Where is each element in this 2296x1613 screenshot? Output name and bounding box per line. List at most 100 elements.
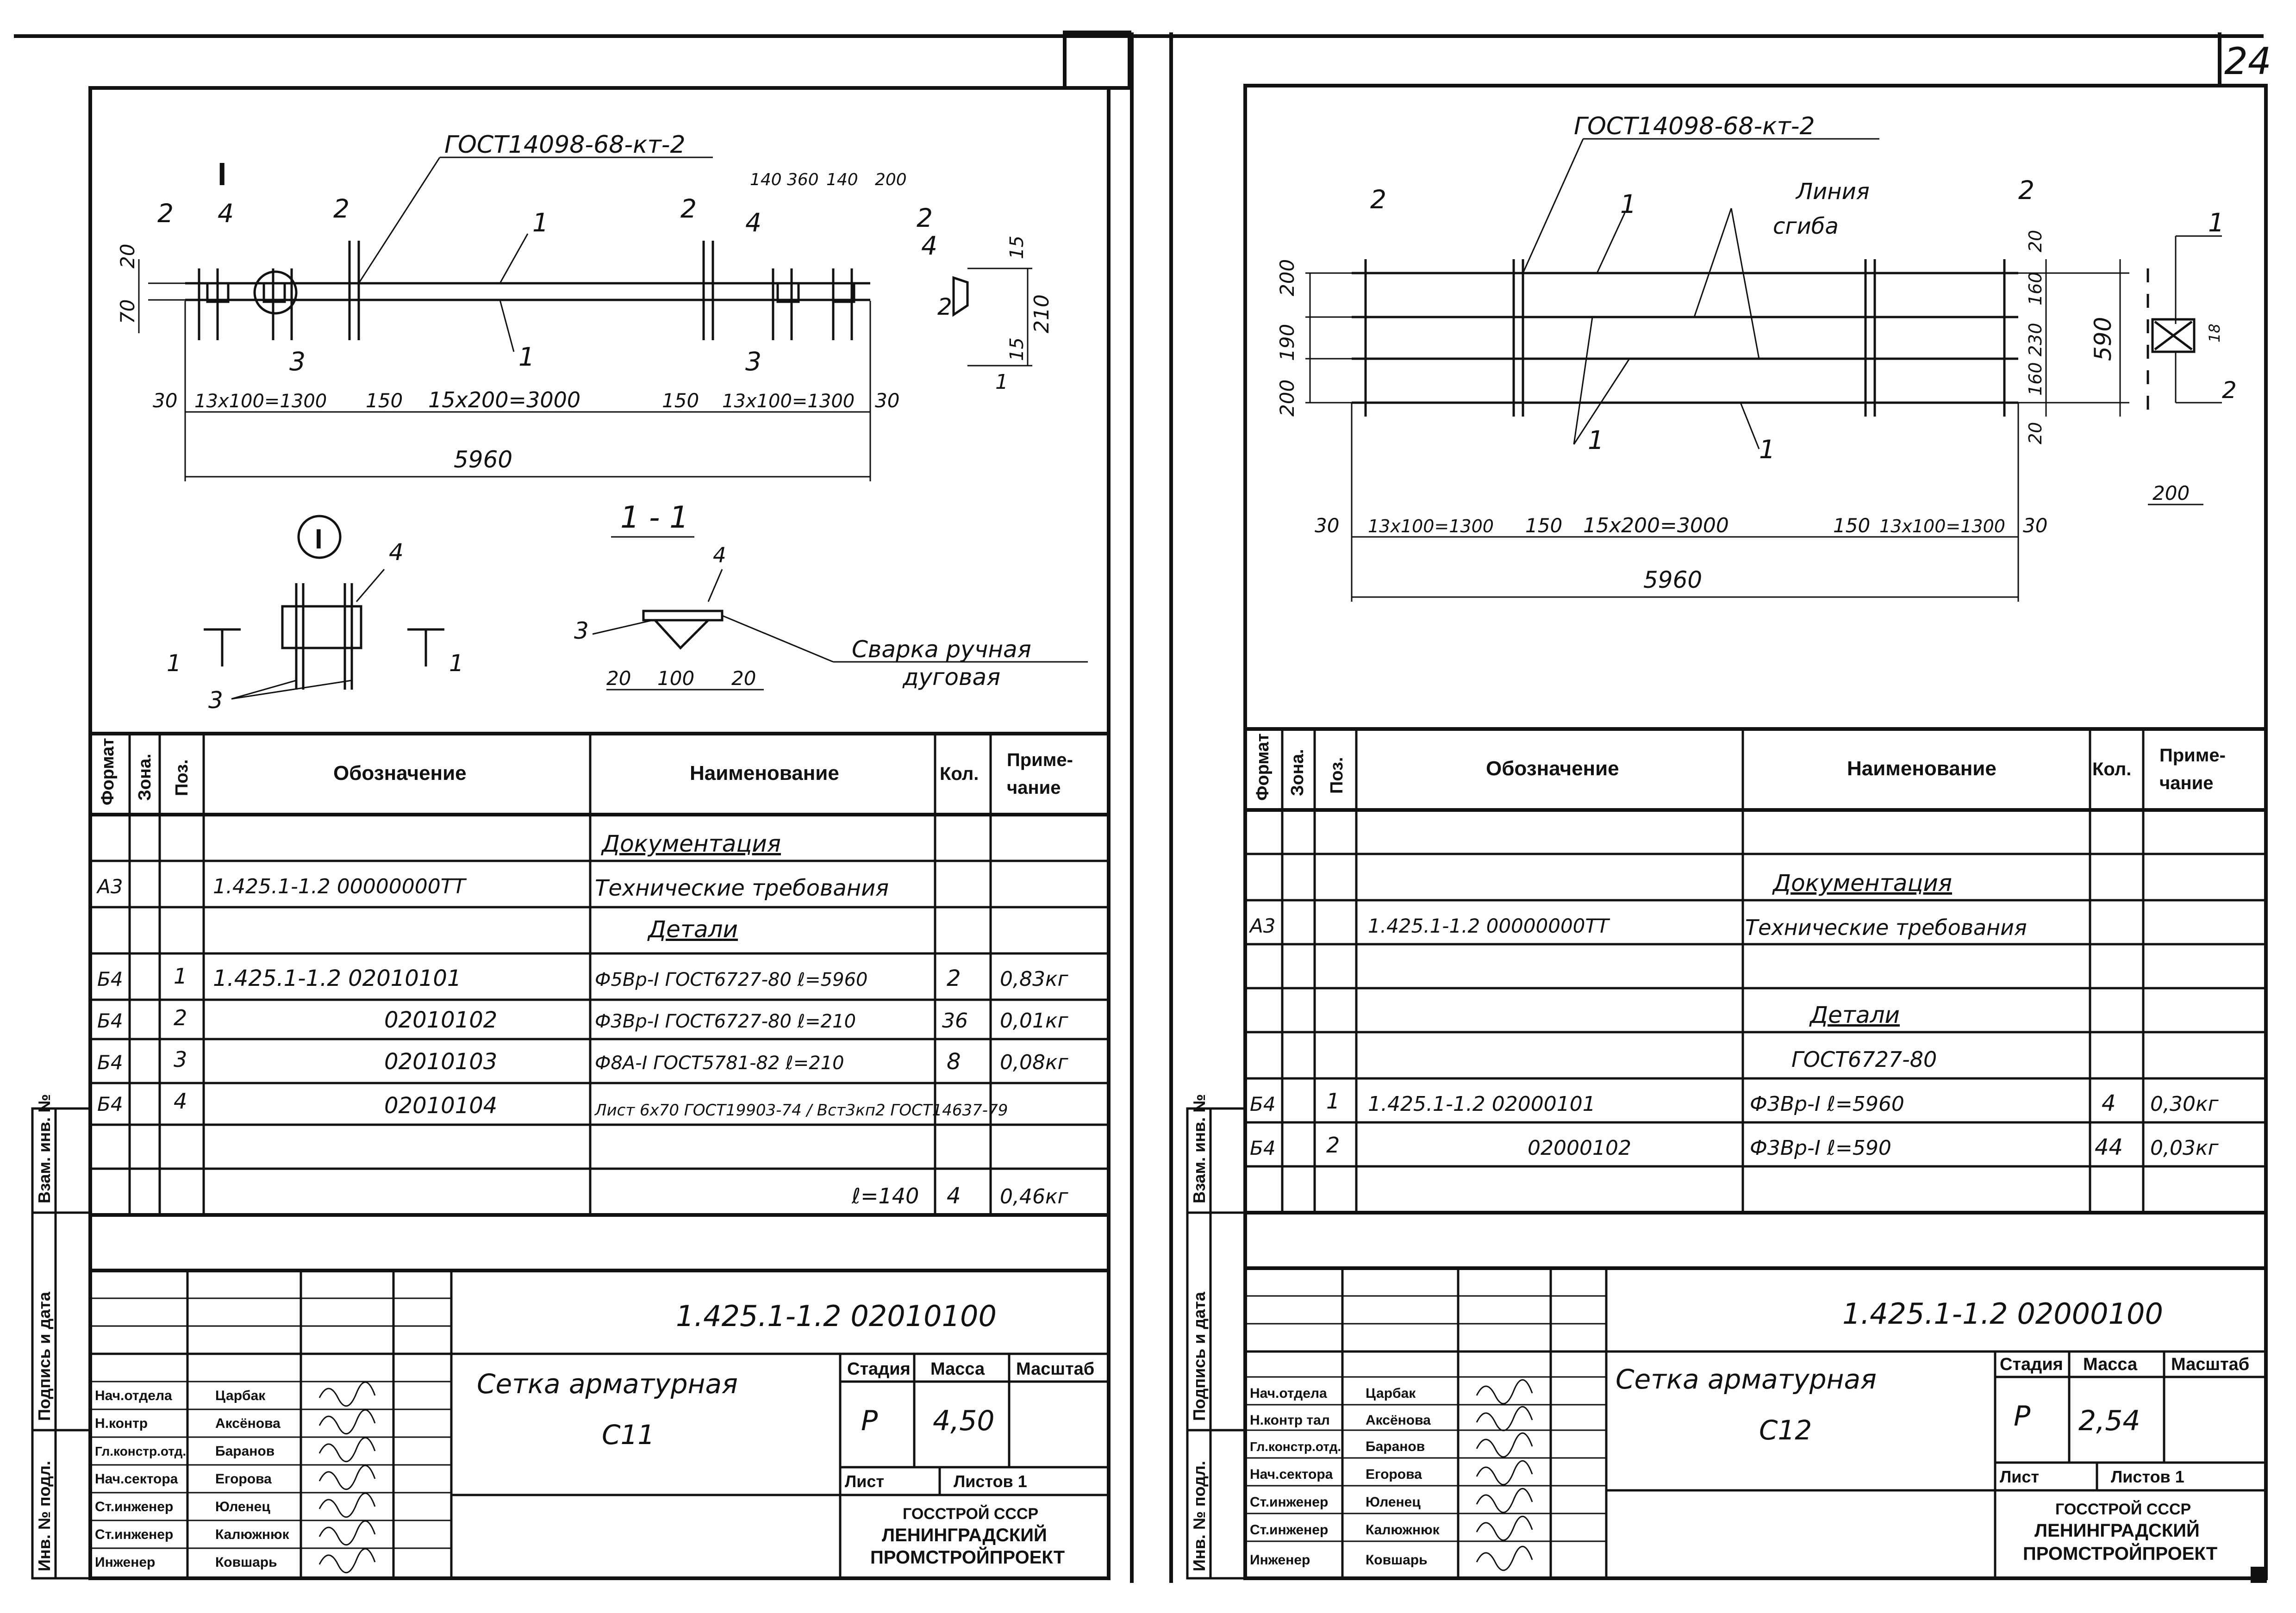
drawing-text-sheets-0-position_labels-3: 4 [745,208,761,237]
drawing-text-sheets-0-top_dims-1: 360 [787,170,819,189]
drawing-text-sheets-1-dimensions-0: 30 [1315,514,1339,537]
drawing-text-sheets-0-side_dims-1: 70 [116,299,139,324]
right-plan-view: ГОСТ14098-68-кт-2 Линия сгиба 1 2 2 1 1 … [1276,112,2237,602]
page-frame: 24 [14,31,2271,1583]
drawing-text-sheets-1-rows-7-note: 0,03кг [2150,1136,2219,1160]
drawing-text-sheets-1-side_stamps-1: Подпись и дата [1190,1291,1209,1421]
drawing-text-sheets-0-rows-3-pos: 1 [174,964,187,989]
drawing-text-sheets-1-right_dims-4: 20 [2025,422,2046,444]
drawing-text-sheets-0-org_3: ПРОМСТРОЙПРОЕКТ [870,1546,1065,1568]
right-sheet: ГОСТ14098-68-кт-2 Линия сгиба 1 2 2 1 1 … [1186,84,2268,1580]
drawing-text-sheets-1-scale_label: Масштаб [2171,1355,2249,1374]
drawing-text-sheets-0-rows-0-name: Документация [601,830,781,857]
drawing-text-sheets-0-rows-4-format: Б4 [97,1009,123,1032]
drawing-text-sheets-0-rows-1-name: Технические требования [595,875,889,901]
drawing-text-sheets-1-table_headers-qty: Кол. [2092,759,2131,779]
drawing-text-sheets-1-right_dims-1: 160 [2025,272,2046,305]
drawing-text-sheets-1-rows-7-qty: 44 [2095,1134,2123,1160]
drawing-text-sheets-0-rows-8-qty: 4 [947,1183,961,1209]
right-gost-note: ГОСТ14098-68-кт-2 [1574,112,1815,140]
drawing-text-sheets-1-rows-2-name: Технические требования [1745,915,2027,940]
drawing-text-sheets-0-dimensions-4: 150 [662,389,699,412]
drawing-text-sheets-0-position_labels-3: 4 [218,199,234,228]
drawing-text-sheets-0-dimensions-2: 150 [366,389,403,412]
drawing-text-sheets-0-end_dims-1: 210 [1030,294,1054,333]
drawing-text-sheets-0-rows-3-format: Б4 [97,968,123,990]
drawing-text-sheets-1-rows-6-name: Ф3Вр-I ℓ=5960 [1750,1092,1904,1116]
drawing-text-sheets-0-position_labels-1: 2 [937,293,952,320]
drawing-text-sheets-1-rows-6-designation: 1.425.1-1.2 02000101 [1368,1092,1596,1116]
drawing-text-sheets-1-dimensions-1: 13x100=1300 [1368,516,1494,536]
drawing-text-sheets-1-mass_label: Масса [2083,1355,2138,1374]
drawing-text-sheets-0-rows-5-name: Ф8А-I ГОСТ5781-82 ℓ=210 [595,1052,844,1074]
right-mass: 2,54 [2078,1405,2140,1437]
drawing-text-sheets-1-table_headers-zone: Зона. [1288,749,1307,796]
drawing-text-sheets-1-org_3: ПРОМСТРОЙПРОЕКТ [2023,1543,2217,1564]
drawing-text-sheets-1-table_headers-note_1: Приме- [2159,745,2226,766]
drawing-text-sheets-0-dimensions-1: 13x100=1300 [194,391,327,412]
drawing-text-sheets-1-staff-6-name: Ковшарь [1366,1552,1428,1568]
drawing-text-sheets-0-section_dims-2: 20 [731,667,756,690]
drawing-text-sheets-1-rows-2-format: А3 [1248,915,1275,937]
drawing-text-sheets-0-rows-1-format: А3 [96,875,123,898]
drawing-text-sheets-0-staff-6-name: Ковшарь [215,1555,277,1570]
drawing-text-sheets-1-bend_note_2: сгиба [1773,213,1839,239]
drawing-text-sheets-1-rows-6-format: Б4 [1250,1093,1276,1115]
drawing-text-sheets-1-right_dims-3: 160 [2025,362,2046,396]
drawing-text-sheets-1-rows-6-note: 0,30кг [2150,1092,2219,1116]
drawing-text-sheets-0-position_labels-0: 1 [532,208,549,237]
drawing-text-sheets-0-staff-6-role: Инженер [95,1555,155,1570]
drawing-text-sheets-0-position_labels-2: 3 [289,347,306,376]
drawing-text-sheets-0-position_labels-2: 3 [574,617,589,644]
drawing-text-sheets-0-position_labels-2: 3 [745,347,761,376]
drawing-text-sheets-0-title_2: С11 [602,1419,655,1451]
left-spec-table: Формат Зона. Поз. Обозначение Наименован… [88,732,1111,1217]
drawing-text-sheets-0-weld_note_2: дуговая [902,664,1000,691]
drawing-text-sheets-1-rows-7-pos: 2 [1326,1133,1340,1158]
drawing-text-sheets-0-rows-5-designation: 02010103 [384,1049,497,1075]
drawing-text-sheets-0-staff-0-role: Нач.отдела [95,1388,172,1403]
drawing-text-sheets-1-table_headers-note_2: чание [2159,773,2213,793]
drawing-text-sheets-1-staff-4-name: Юленец [1366,1495,1421,1510]
drawing-text-sheets-0-rows-3-note: 0,83кг [1000,967,1069,991]
drawing-text-sheets-1-rows-2-designation: 1.425.1-1.2 00000000ТТ [1368,915,1610,937]
drawing-text-sheets-1-rows-7-name: Ф3Вр-I ℓ=590 [1750,1136,1891,1160]
drawing-text-sheets-1-dimensions-3: 15x200=3000 [1583,514,1729,537]
drawing-text-sheets-0-rows-8-note: 0,46кг [1000,1185,1069,1208]
drawing-text-sheets-0-dimensions-5: 13x100=1300 [722,391,855,412]
drawing-text-sheets-0-table_headers-note_2: чание [1007,778,1061,798]
drawing-text-sheets-0-rows-4-name: Ф3Вр-I ГОСТ6727-80 ℓ=210 [595,1011,856,1032]
page-number: 24 [2224,40,2271,83]
right-spec-table: Формат Зона. Поз. Обозначение Наименован… [1243,727,2268,1214]
drawing-text-sheets-1-staff-4-role: Ст.инженер [1250,1495,1328,1510]
drawing-text-sheets-1-table_headers-format: Формат [1253,733,1273,801]
drawing-text-sheets-1-rows-7-format: Б4 [1250,1137,1276,1159]
drawing-text-sheets-0-position_labels-0: 1 [449,650,464,677]
left-gost-note: ГОСТ14098-68-кт-2 [444,131,686,159]
drawing-text-sheets-1-dimensions-2: 150 [1525,514,1562,537]
drawing-text-sheets-1-position_labels-1: 2 [1370,185,1386,214]
drawing-text-sheets-0-top_dims-2: 140 [826,170,858,189]
drawing-text-sheets-1-staff-1-role: Н.контр тал [1250,1413,1330,1428]
drawing-text-sheets-0-position_labels-1: 2 [917,203,933,233]
left-side-stamp: Инв. № подл. Подпись и дата Взам. инв. № [31,1094,92,1580]
left-section: 1 - 1 4 3 Сварка ручная дуговая 20 100 2… [574,500,1088,691]
right-total-length: 5960 [1643,567,1702,593]
drawing-text-sheets-0-stage_label: Стадия [847,1359,911,1379]
drawing-text-sheets-0-staff-4-name: Юленец [215,1499,270,1514]
drawing-text-sheets-1-bend_note_1: Линия [1795,179,1870,205]
drawing-text-sheets-1-position_labels-0: 1 [1588,425,1604,455]
left-drawing-code: 1.425.1-1.2 02010100 [676,1299,997,1333]
drawing-text-sheets-1-section_dim: 200 [2152,482,2190,504]
drawing-text-sheets-0-detail_label: I [218,156,226,192]
drawing-text-sheets-0-scale_label: Масштаб [1016,1359,1094,1379]
drawing-text-sheets-1-title_2: С12 [1759,1414,1812,1446]
drawing-text-sheets-0-side_stamps-2: Взам. инв. № [35,1094,54,1203]
drawing-text-sheets-1-stage_label: Стадия [2000,1355,2063,1374]
drawing-text-sheets-0-section_dims-1: 100 [657,667,694,690]
drawing-text-sheets-1-staff-5-name: Калюжнюк [1366,1522,1440,1538]
drawing-text-sheets-0-rows-6-format: Б4 [97,1093,123,1115]
drawing-text-sheets-1-dimensions-6: 30 [2023,514,2047,537]
right-drawing-code: 1.425.1-1.2 02000100 [1842,1297,2163,1331]
drawing-text-sheets-1-staff-3-name: Егорова [1366,1467,1422,1482]
